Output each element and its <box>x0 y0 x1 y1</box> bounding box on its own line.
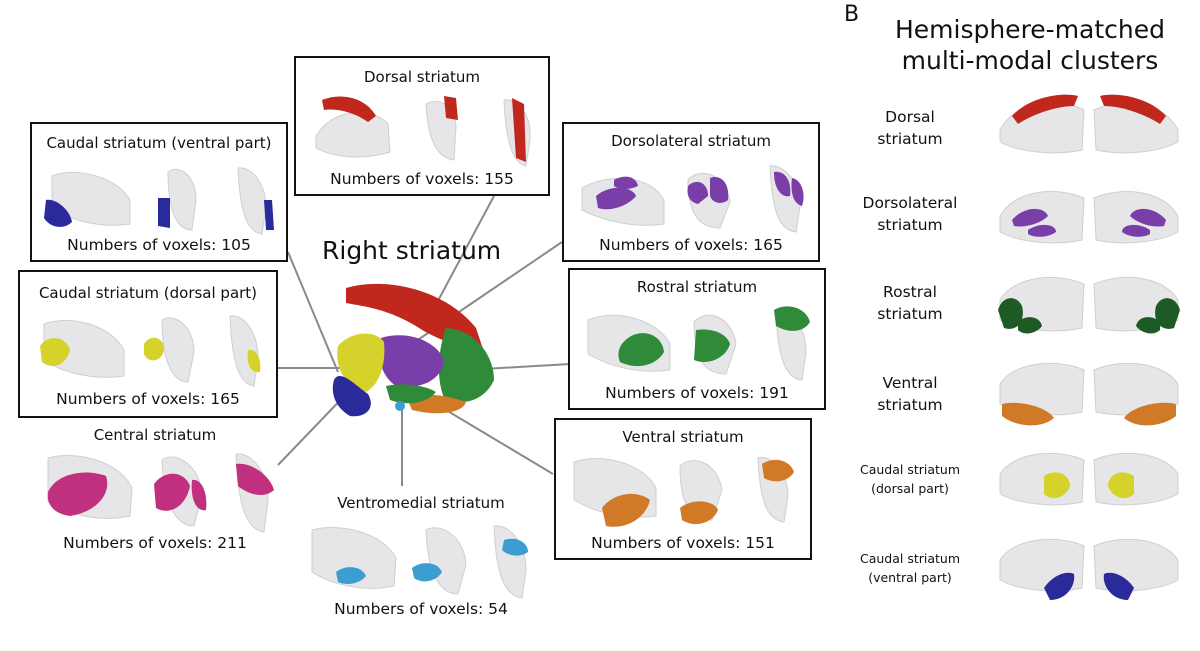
voxel-count: Numbers of voxels: 105 <box>67 236 251 254</box>
caudal-dorsal-views <box>40 315 261 387</box>
row-label-line: Rostral <box>883 283 937 301</box>
row-label-line: Caudal striatum <box>859 462 961 477</box>
row-label-line: Caudal striatum <box>859 551 961 566</box>
panel-title: Caudal striatum (ventral part) <box>46 134 272 152</box>
panel-title: Dorsal striatum <box>363 68 481 86</box>
panel-caudal-striatum-dorsal: Caudal striatum (dorsal part) Numbers of… <box>18 270 278 418</box>
caudal-ventral-cluster-icon <box>999 538 1179 600</box>
connector-caudal-ventral <box>287 251 339 373</box>
right-striatum-model <box>332 283 494 417</box>
panel-b-title-line-2: multi-modal clusters <box>901 46 1159 75</box>
voxel-count: Numbers of voxels: 155 <box>330 170 514 188</box>
panel-title: Ventral striatum <box>622 428 744 446</box>
voxel-count: Numbers of voxels: 211 <box>63 534 247 552</box>
voxel-count: Numbers of voxels: 165 <box>599 236 783 254</box>
rostral-cluster-icon <box>998 276 1180 334</box>
panel-ventromedial-striatum: Ventromedial striatum Numbers of voxels:… <box>294 488 548 628</box>
panel-title: Ventromedial striatum <box>337 494 505 512</box>
row-label-line: Ventral <box>882 374 938 392</box>
row-label-line: (dorsal part) <box>871 481 949 496</box>
row-label-line: striatum <box>877 305 943 323</box>
dorsolateral-views <box>581 165 804 233</box>
panel-title: Central striatum <box>93 426 217 444</box>
connector-dorsal <box>431 195 495 313</box>
row-label-line: striatum <box>877 130 943 148</box>
panel-dorsolateral-striatum: Dorsolateral striatum Numbers of voxels:… <box>562 122 820 262</box>
panel-dorsal-striatum: Dorsal striatum Numbers of voxels: 155 <box>294 56 550 196</box>
voxel-count: Numbers of voxels: 191 <box>605 384 789 402</box>
row-label-dorsolateral: Dorsolateral striatum <box>845 192 975 236</box>
ventral-views <box>573 457 794 527</box>
caudal-dorsal-cluster-icon <box>999 452 1179 506</box>
panel-ventral-striatum: Ventral striatum Numbers of voxels: 151 <box>554 418 812 560</box>
panel-caudal-striatum-ventral: Caudal striatum (ventral part) Numbers o… <box>30 122 288 262</box>
row-label-line: striatum <box>877 396 943 414</box>
ventromedial-views <box>311 525 528 599</box>
panel-title: Dorsolateral striatum <box>611 132 771 150</box>
row-label-caudal-dorsal: Caudal striatum (dorsal part) <box>845 460 975 498</box>
caudal-ventral-views <box>44 167 274 235</box>
voxel-count: Numbers of voxels: 54 <box>334 600 508 618</box>
connector-ventral <box>445 409 554 475</box>
voxel-count: Numbers of voxels: 151 <box>591 534 775 552</box>
panel-title: Caudal striatum (dorsal part) <box>38 284 258 302</box>
voxel-count: Numbers of voxels: 165 <box>56 390 240 408</box>
panel-b-label: B <box>844 2 860 27</box>
row-label-line: Dorsal <box>885 108 935 126</box>
center-title: Right striatum <box>322 236 502 265</box>
row-label-dorsal: Dorsal striatum <box>845 106 975 150</box>
row-label-line: (ventral part) <box>868 570 952 585</box>
ventral-cluster-icon <box>999 362 1179 426</box>
panel-rostral-striatum: Rostral striatum Numbers of voxels: 191 <box>568 268 826 410</box>
connector-dorsolateral <box>399 241 563 353</box>
row-label-line: striatum <box>877 216 943 234</box>
panel-title: Rostral striatum <box>636 278 758 296</box>
dorsal-views <box>315 96 531 167</box>
rostral-views <box>587 306 810 381</box>
row-label-line: Dorsolateral <box>862 194 958 212</box>
row-label-caudal-ventral: Caudal striatum (ventral part) <box>845 549 975 587</box>
panel-b-title: Hemisphere-matched multi-modal clusters <box>870 14 1190 76</box>
panel-b-title-line-1: Hemisphere-matched <box>894 15 1166 44</box>
dorsolateral-cluster-icon <box>999 191 1179 244</box>
panel-central-striatum: Central striatum Numbers of voxels: 211 <box>30 420 280 560</box>
row-label-ventral: Ventral striatum <box>845 372 975 416</box>
row-label-rostral: Rostral striatum <box>845 281 975 325</box>
central-views <box>47 453 274 533</box>
dorsal-cluster-icon <box>999 94 1179 154</box>
